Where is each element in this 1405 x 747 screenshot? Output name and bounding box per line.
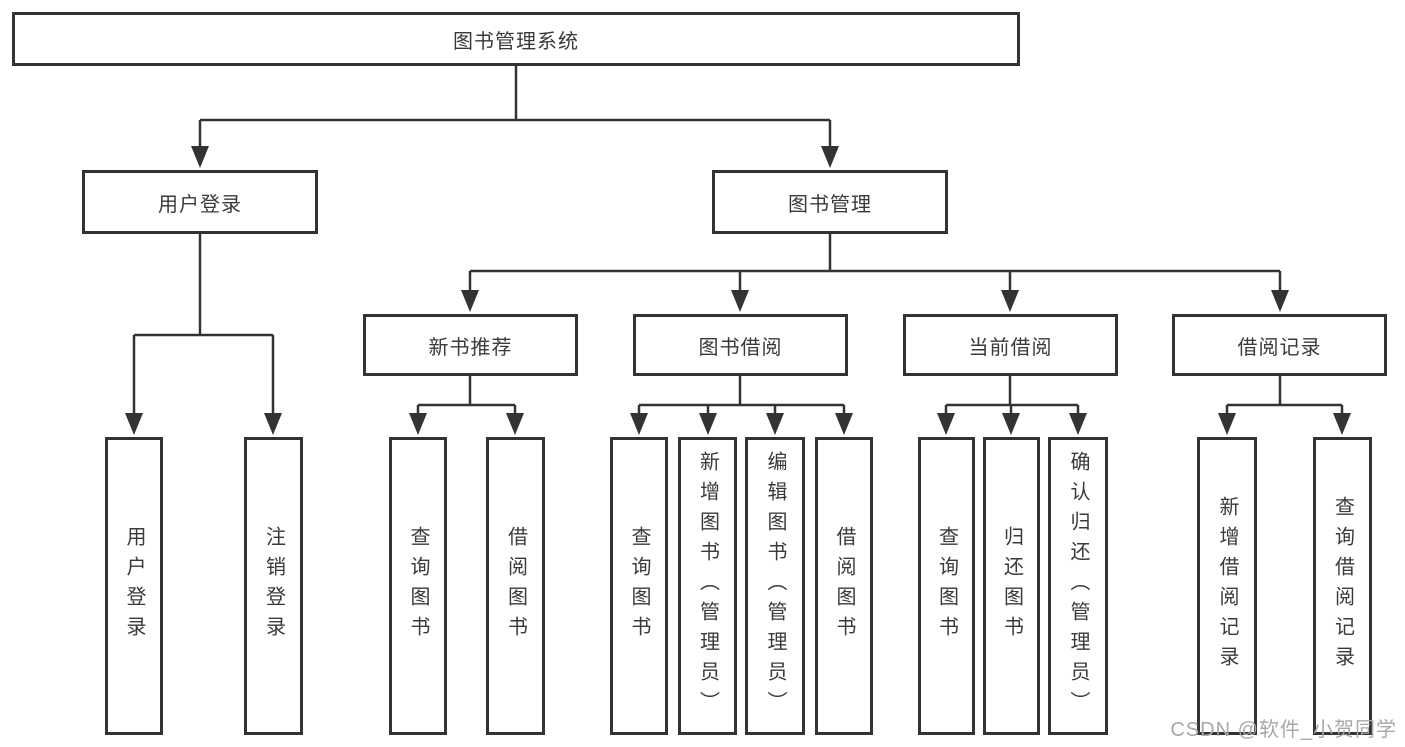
node-new-book-recommend: 新书推荐 [363,314,578,376]
connector-root-to-level2 [191,66,839,168]
leaf-borrow-query: 查询图书 [610,437,668,735]
connector-newbooks-to-leaves [409,376,524,435]
node-borrow-records-label: 借阅记录 [1237,336,1322,359]
node-book-management: 图书管理 [712,170,948,234]
connector-mgmt-to-level3 [461,234,1289,312]
node-book-management-label: 图书管理 [788,193,872,216]
leaf-current-return-label: 归还图书 [1000,526,1023,646]
leaf-borrow-add-admin: 新增图书（管理员） [678,437,737,735]
leaf-current-query: 查询图书 [918,437,975,735]
leaf-newbooks-borrow: 借阅图书 [486,437,545,735]
leaf-borrow-query-label: 查询图书 [628,526,650,646]
leaf-records-add: 新增借阅记录 [1197,437,1257,735]
leaf-current-confirm-admin-label: 确认归还（管理员） [1067,451,1089,721]
leaf-logout: 注销登录 [244,437,303,735]
connector-borrow-to-leaves [630,376,853,435]
leaf-user-login: 用户登录 [105,437,163,735]
node-book-borrow: 图书借阅 [633,314,848,376]
node-root-label: 图书管理系统 [453,30,579,53]
node-root: 图书管理系统 [12,12,1020,66]
leaf-records-query-label: 查询借阅记录 [1331,496,1354,676]
node-user-login-label: 用户登录 [158,193,242,216]
leaf-borrow-borrow-label: 借阅图书 [833,526,855,646]
leaf-borrow-borrow: 借阅图书 [815,437,873,735]
leaf-newbooks-query: 查询图书 [389,437,447,735]
node-current-borrow-label: 当前借阅 [968,336,1053,359]
leaf-records-add-label: 新增借阅记录 [1216,496,1238,676]
node-book-borrow-label: 图书借阅 [698,336,783,359]
node-new-book-recommend-label: 新书推荐 [428,336,513,359]
node-borrow-records: 借阅记录 [1172,314,1387,376]
leaf-logout-label: 注销登录 [262,526,285,646]
connector-records-to-leaves [1218,376,1351,435]
watermark: CSDN @软件_小贺同学 [1170,719,1397,741]
leaf-current-query-label: 查询图书 [935,526,958,646]
connector-current-to-leaves [937,376,1087,435]
node-current-borrow: 当前借阅 [903,314,1118,376]
leaf-current-confirm-admin: 确认归还（管理员） [1048,437,1108,735]
leaf-newbooks-borrow-label: 借阅图书 [504,526,527,646]
leaf-current-return: 归还图书 [983,437,1040,735]
connector-login-to-leaves [125,234,282,435]
leaf-records-query: 查询借阅记录 [1313,437,1372,735]
leaf-borrow-add-admin-label: 新增图书（管理员） [696,451,719,721]
leaf-borrow-edit-admin: 编辑图书（管理员） [745,437,805,735]
leaf-borrow-edit-admin-label: 编辑图书（管理员） [764,451,786,721]
leaf-user-login-label: 用户登录 [123,526,145,646]
node-user-login: 用户登录 [82,170,318,234]
leaf-newbooks-query-label: 查询图书 [407,526,429,646]
